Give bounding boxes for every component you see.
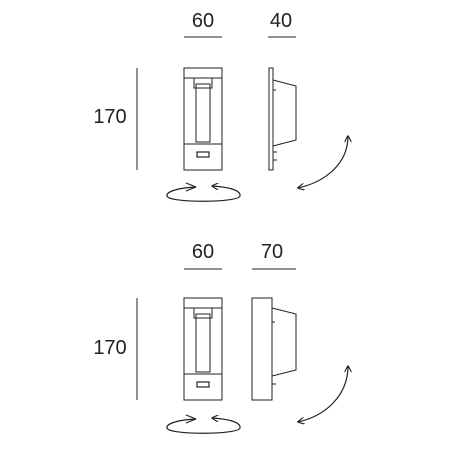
width-label: 60 <box>192 241 214 263</box>
depth-label: 70 <box>261 241 283 263</box>
depth-dimension: 70 <box>252 241 296 270</box>
width-dimension: 60 <box>184 241 222 270</box>
rotate-horizontal-icon <box>166 414 241 434</box>
height-dimension: 170 <box>93 298 138 400</box>
variant-top: 60 40 170 <box>93 10 348 202</box>
width-dimension: 60 <box>184 10 222 38</box>
front-view <box>183 67 223 171</box>
height-dimension: 170 <box>93 68 138 170</box>
side-view <box>251 297 297 401</box>
depth-dimension: 40 <box>268 10 296 38</box>
height-label: 170 <box>93 337 126 359</box>
height-label: 170 <box>93 106 126 128</box>
tilt-arrow-icon <box>298 366 348 422</box>
rotate-horizontal-icon <box>166 182 241 202</box>
front-view <box>183 297 223 401</box>
side-view <box>268 67 297 171</box>
depth-label: 40 <box>270 10 292 32</box>
tilt-arrow-icon <box>298 136 348 188</box>
width-label: 60 <box>192 10 214 32</box>
variant-bottom: 60 70 170 <box>93 241 348 434</box>
